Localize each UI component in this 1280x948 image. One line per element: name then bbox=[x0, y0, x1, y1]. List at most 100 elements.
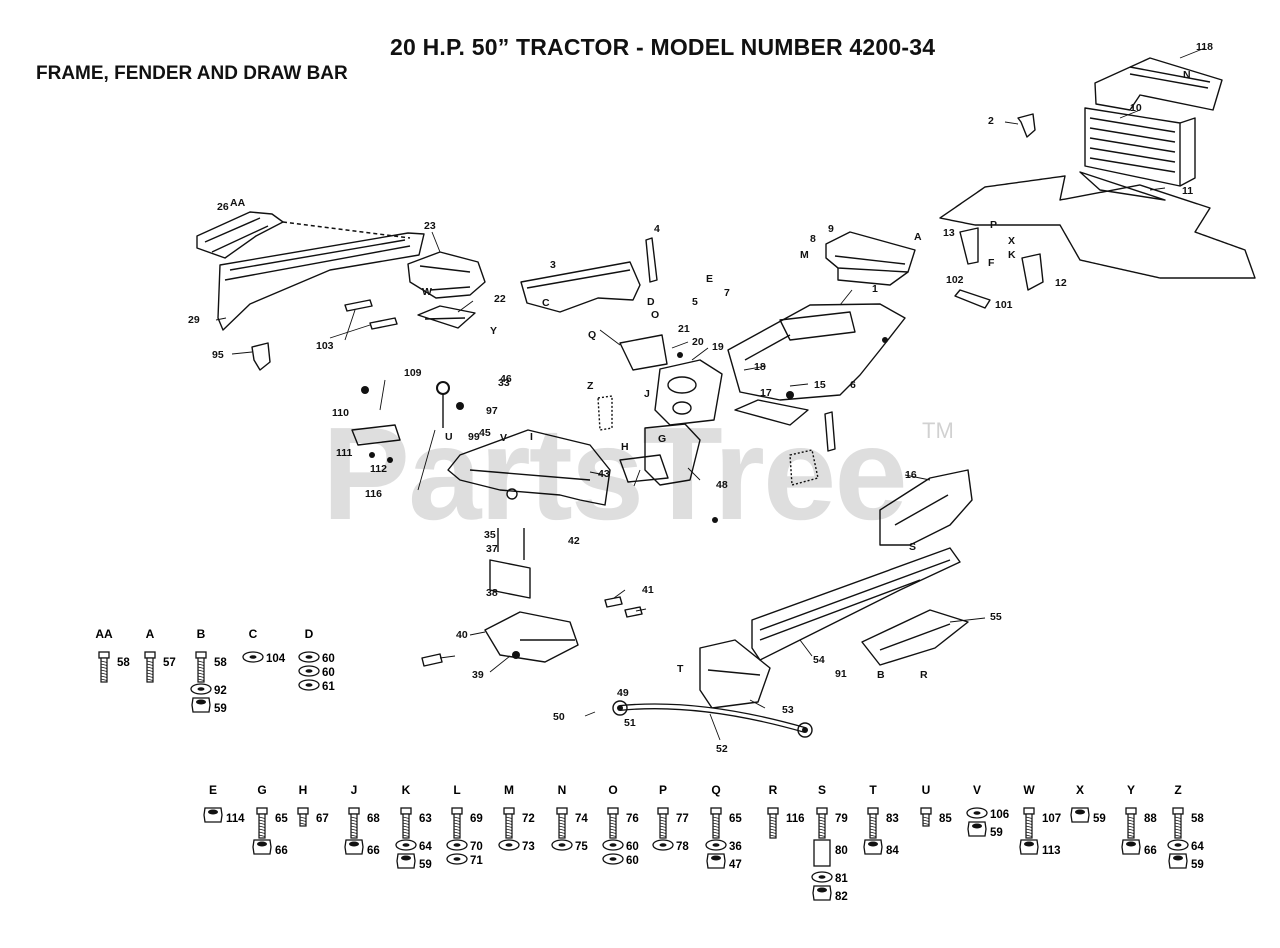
hardware-part-number: 116 bbox=[786, 813, 805, 825]
hardware-part-number: 71 bbox=[470, 855, 483, 867]
hardware-part-number: 92 bbox=[214, 685, 227, 697]
part-callout: 45 bbox=[479, 427, 491, 439]
panel-17 bbox=[734, 399, 809, 426]
running-board-55 bbox=[861, 609, 969, 666]
part-callout: 51 bbox=[624, 717, 636, 729]
part-callout: T bbox=[677, 663, 684, 675]
mount-48 bbox=[644, 423, 701, 486]
part-callout: 95 bbox=[212, 349, 224, 361]
part-callout: 6 bbox=[850, 379, 856, 391]
hardware-part-number: 58 bbox=[117, 657, 130, 669]
hardware-part-number: 68 bbox=[367, 813, 380, 825]
part-callout: 50 bbox=[553, 711, 565, 723]
bracket-2 bbox=[1017, 113, 1036, 138]
hardware-kit-h: H67 bbox=[297, 783, 329, 827]
hardware-part-number: 66 bbox=[1144, 845, 1157, 857]
hardware-kit-letter: Y bbox=[1127, 783, 1135, 797]
hardware-part-number: 69 bbox=[470, 813, 483, 825]
hardware-part-number: 81 bbox=[835, 873, 848, 885]
part-callout: 33 bbox=[498, 377, 510, 389]
frame-side-left bbox=[217, 232, 425, 331]
part-callout: 52 bbox=[716, 743, 728, 755]
part-callout: 3 bbox=[550, 259, 556, 271]
hardware-part-number: 79 bbox=[835, 813, 848, 825]
part-callout: 19 bbox=[712, 341, 724, 353]
part-callout: G bbox=[658, 433, 666, 445]
part-callout: 4 bbox=[654, 223, 660, 235]
hardware-kit-letter: Q bbox=[711, 783, 720, 797]
part-callout: 17 bbox=[760, 387, 772, 399]
part-callout: 9 bbox=[828, 223, 834, 235]
part-callout: K bbox=[1008, 249, 1016, 261]
hardware-part-number: 59 bbox=[419, 859, 432, 871]
hardware-kit-letter: U bbox=[922, 783, 931, 797]
mount-46 bbox=[619, 454, 669, 483]
part-callout: 8 bbox=[810, 233, 816, 245]
hardware-part-number: 73 bbox=[522, 841, 535, 853]
hardware-part-number: 113 bbox=[1042, 845, 1061, 857]
hardware-kit-letter: O bbox=[608, 783, 617, 797]
hardware-kit-letter: J bbox=[351, 783, 358, 797]
hardware-kit-letter: W bbox=[1023, 783, 1035, 797]
main-frame-54 bbox=[751, 547, 961, 661]
part-callout: Q bbox=[588, 329, 596, 341]
part-callout: 102 bbox=[946, 274, 964, 286]
hardware-part-number: 66 bbox=[275, 845, 288, 857]
hardware-part-number: 59 bbox=[1093, 813, 1106, 825]
hardware-part-number: 60 bbox=[322, 653, 335, 665]
part-callout: X bbox=[1008, 235, 1015, 247]
rear-running-board bbox=[196, 211, 284, 259]
link-101 bbox=[954, 289, 991, 309]
part-callout: 5 bbox=[692, 296, 698, 308]
part-callout: 18 bbox=[754, 361, 766, 373]
part-callout: I bbox=[530, 431, 533, 443]
fuel-tank-18 bbox=[727, 303, 906, 401]
part-callout: S bbox=[909, 541, 916, 553]
part-callout: P bbox=[990, 219, 997, 231]
part-callout: U bbox=[445, 431, 453, 443]
hardware-part-number: 64 bbox=[1191, 841, 1204, 853]
part-callout: C bbox=[542, 297, 550, 309]
hardware-kit-a: A57 bbox=[144, 627, 176, 683]
part-callout: 12 bbox=[1055, 277, 1067, 289]
steering-plate-21 bbox=[619, 334, 668, 371]
hardware-part-number: 83 bbox=[886, 813, 899, 825]
hardware-part-number: 75 bbox=[575, 841, 588, 853]
part-callout: 103 bbox=[316, 340, 334, 352]
hardware-kit-letter: K bbox=[402, 783, 411, 797]
hardware-kit-letter: M bbox=[504, 783, 514, 797]
hardware-part-number: 60 bbox=[322, 667, 335, 679]
hardware-kit-letter: A bbox=[146, 627, 155, 641]
part-callout: 16 bbox=[905, 469, 917, 481]
part-callout: F bbox=[988, 257, 995, 269]
part-callout: 42 bbox=[568, 535, 580, 547]
part-callout: 26 bbox=[217, 201, 229, 213]
hardware-part-number: 104 bbox=[266, 653, 286, 665]
part-callout: 23 bbox=[424, 220, 436, 232]
hardware-kit-letter: V bbox=[973, 783, 981, 797]
part-callout: 101 bbox=[995, 299, 1013, 311]
part-callout: 2 bbox=[988, 115, 994, 127]
bracket-40 bbox=[484, 611, 579, 663]
hardware-part-number: 36 bbox=[729, 841, 742, 853]
hood-outline bbox=[939, 175, 1256, 279]
hardware-part-number: 65 bbox=[729, 813, 742, 825]
hardware-part-number: 58 bbox=[1191, 813, 1204, 825]
part-callout: B bbox=[877, 669, 885, 681]
hardware-part-number: 59 bbox=[1191, 859, 1204, 871]
part-callout: 13 bbox=[943, 227, 955, 239]
part-callout: Y bbox=[490, 325, 497, 337]
dash-panel-3 bbox=[520, 261, 641, 313]
part-callout: 110 bbox=[332, 407, 349, 419]
